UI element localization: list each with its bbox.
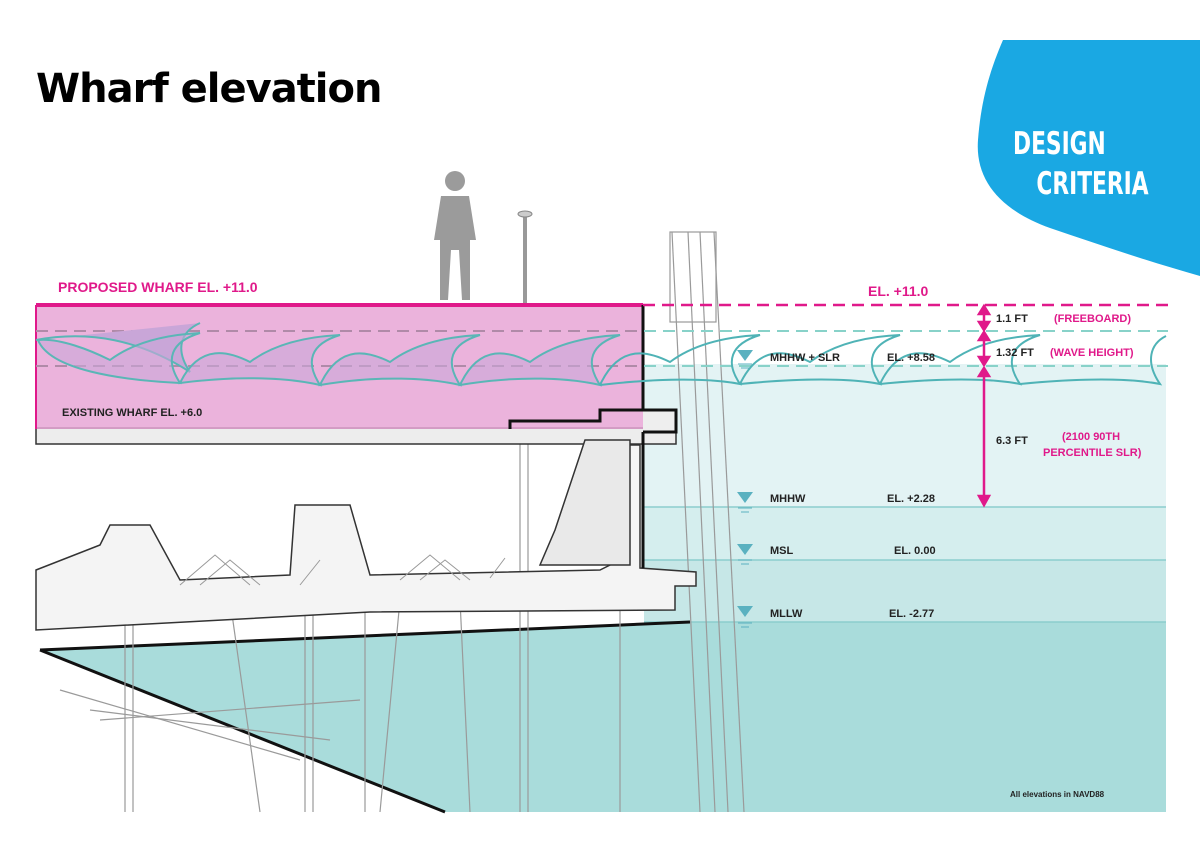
level-mllw-elevation: EL. -2.77 [889,608,934,620]
design-criteria-badge [977,40,1200,276]
wave-height-desc: (WAVE HEIGHT) [1050,347,1134,359]
level-mhhw-slr-elevation: EL. +8.58 [887,352,935,364]
slr-desc-line2: PERCENTILE SLR) [1043,447,1142,459]
design-criteria-label: DESIGN CRITERIA [1013,126,1149,202]
proposed-wharf-label: PROPOSED WHARF EL. +11.0 [58,279,258,295]
level-mllw-name: MLLW [770,608,803,620]
freeboard-value: 1.1 FT [996,313,1028,325]
existing-wharf-label: EXISTING WHARF EL. +6.0 [62,407,202,419]
wave-height-value: 1.32 FT [996,347,1034,359]
slr-value: 6.3 FT [996,435,1028,447]
el-top-label: EL. +11.0 [868,283,929,299]
level-msl-name: MSL [770,545,794,557]
level-mhhw-slr-name: MHHW + SLR [770,352,840,364]
slr-desc-line1: (2100 90TH [1062,431,1120,443]
page-title: Wharf elevation [36,66,382,112]
level-mhhw-elevation: EL. +2.28 [887,493,935,505]
level-mhhw-name: MHHW [770,493,806,505]
freeboard-desc: (FREEBOARD) [1054,313,1131,325]
level-msl-elevation: EL. 0.00 [894,545,936,557]
navd-note: All elevations in NAVD88 [1010,790,1105,799]
